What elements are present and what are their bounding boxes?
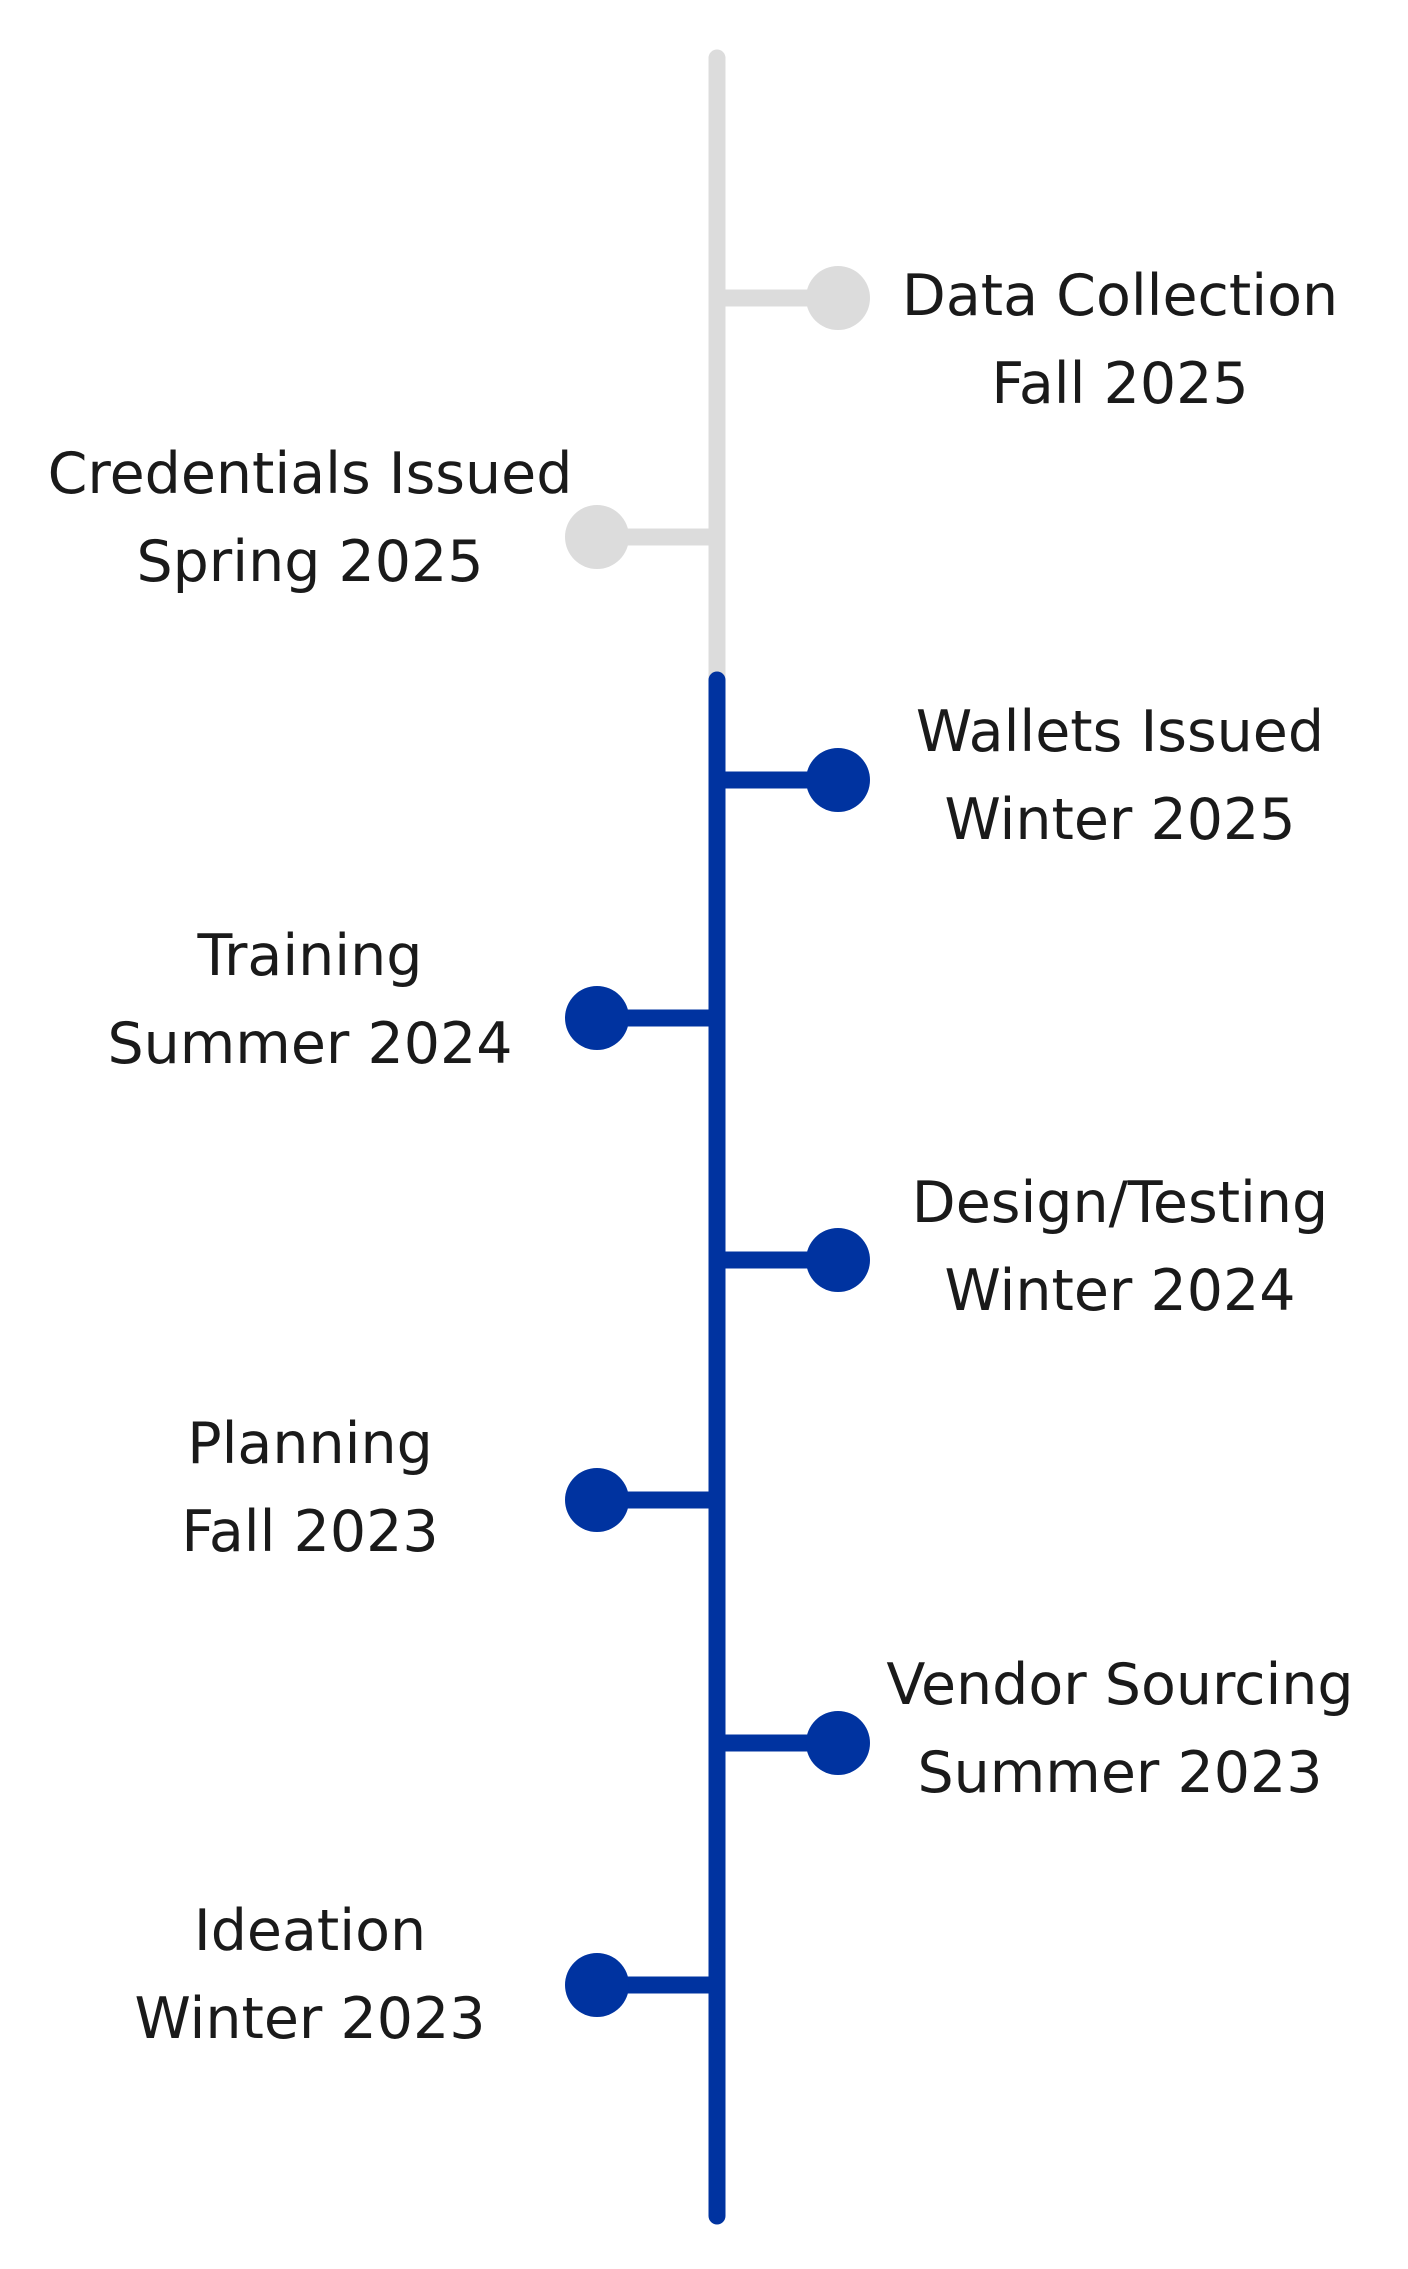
milestone-label-credentials-issued: Credentials Issued Spring 2025	[10, 430, 610, 606]
milestone-label-design-testing: Design/Testing Winter 2024	[820, 1159, 1408, 1335]
milestone-label-wallets-issued: Wallets Issued Winter 2025	[820, 688, 1408, 864]
milestone-date: Summer 2024	[107, 1011, 513, 1077]
milestone-dot-credentials-issued	[565, 505, 629, 569]
milestone-label-planning: Planning Fall 2023	[10, 1400, 610, 1576]
milestone-dot-training	[565, 986, 629, 1050]
milestone-date: Winter 2025	[944, 787, 1296, 853]
milestone-label-vendor-sourcing: Vendor Sourcing Summer 2023	[820, 1641, 1408, 1817]
milestone-date: Winter 2023	[134, 1986, 486, 2052]
milestone-date: Fall 2023	[181, 1499, 439, 1565]
milestone-title: Vendor Sourcing	[886, 1652, 1354, 1718]
milestone-dot-ideation	[565, 1953, 629, 2017]
milestone-dot-design-testing	[806, 1228, 870, 1292]
milestone-label-training: Training Summer 2024	[10, 912, 610, 1088]
milestone-title: Wallets Issued	[915, 699, 1325, 765]
milestone-title: Training	[197, 923, 423, 989]
milestone-title: Credentials Issued	[47, 441, 573, 507]
milestone-title: Design/Testing	[911, 1170, 1329, 1236]
milestone-dot-wallets-issued	[806, 748, 870, 812]
milestone-dot-data-collection	[806, 266, 870, 330]
milestone-title: Data Collection	[901, 263, 1339, 329]
milestone-date: Spring 2025	[136, 529, 484, 595]
milestone-date: Fall 2025	[991, 351, 1249, 417]
milestone-dot-planning	[565, 1468, 629, 1532]
milestone-label-data-collection: Data Collection Fall 2025	[820, 252, 1408, 428]
milestone-label-ideation: Ideation Winter 2023	[10, 1887, 610, 2063]
milestone-date: Summer 2023	[917, 1740, 1323, 1806]
milestone-dot-vendor-sourcing	[806, 1711, 870, 1775]
milestone-date: Winter 2024	[944, 1258, 1296, 1324]
milestone-title: Ideation	[193, 1898, 427, 1964]
milestone-title: Planning	[187, 1411, 433, 1477]
